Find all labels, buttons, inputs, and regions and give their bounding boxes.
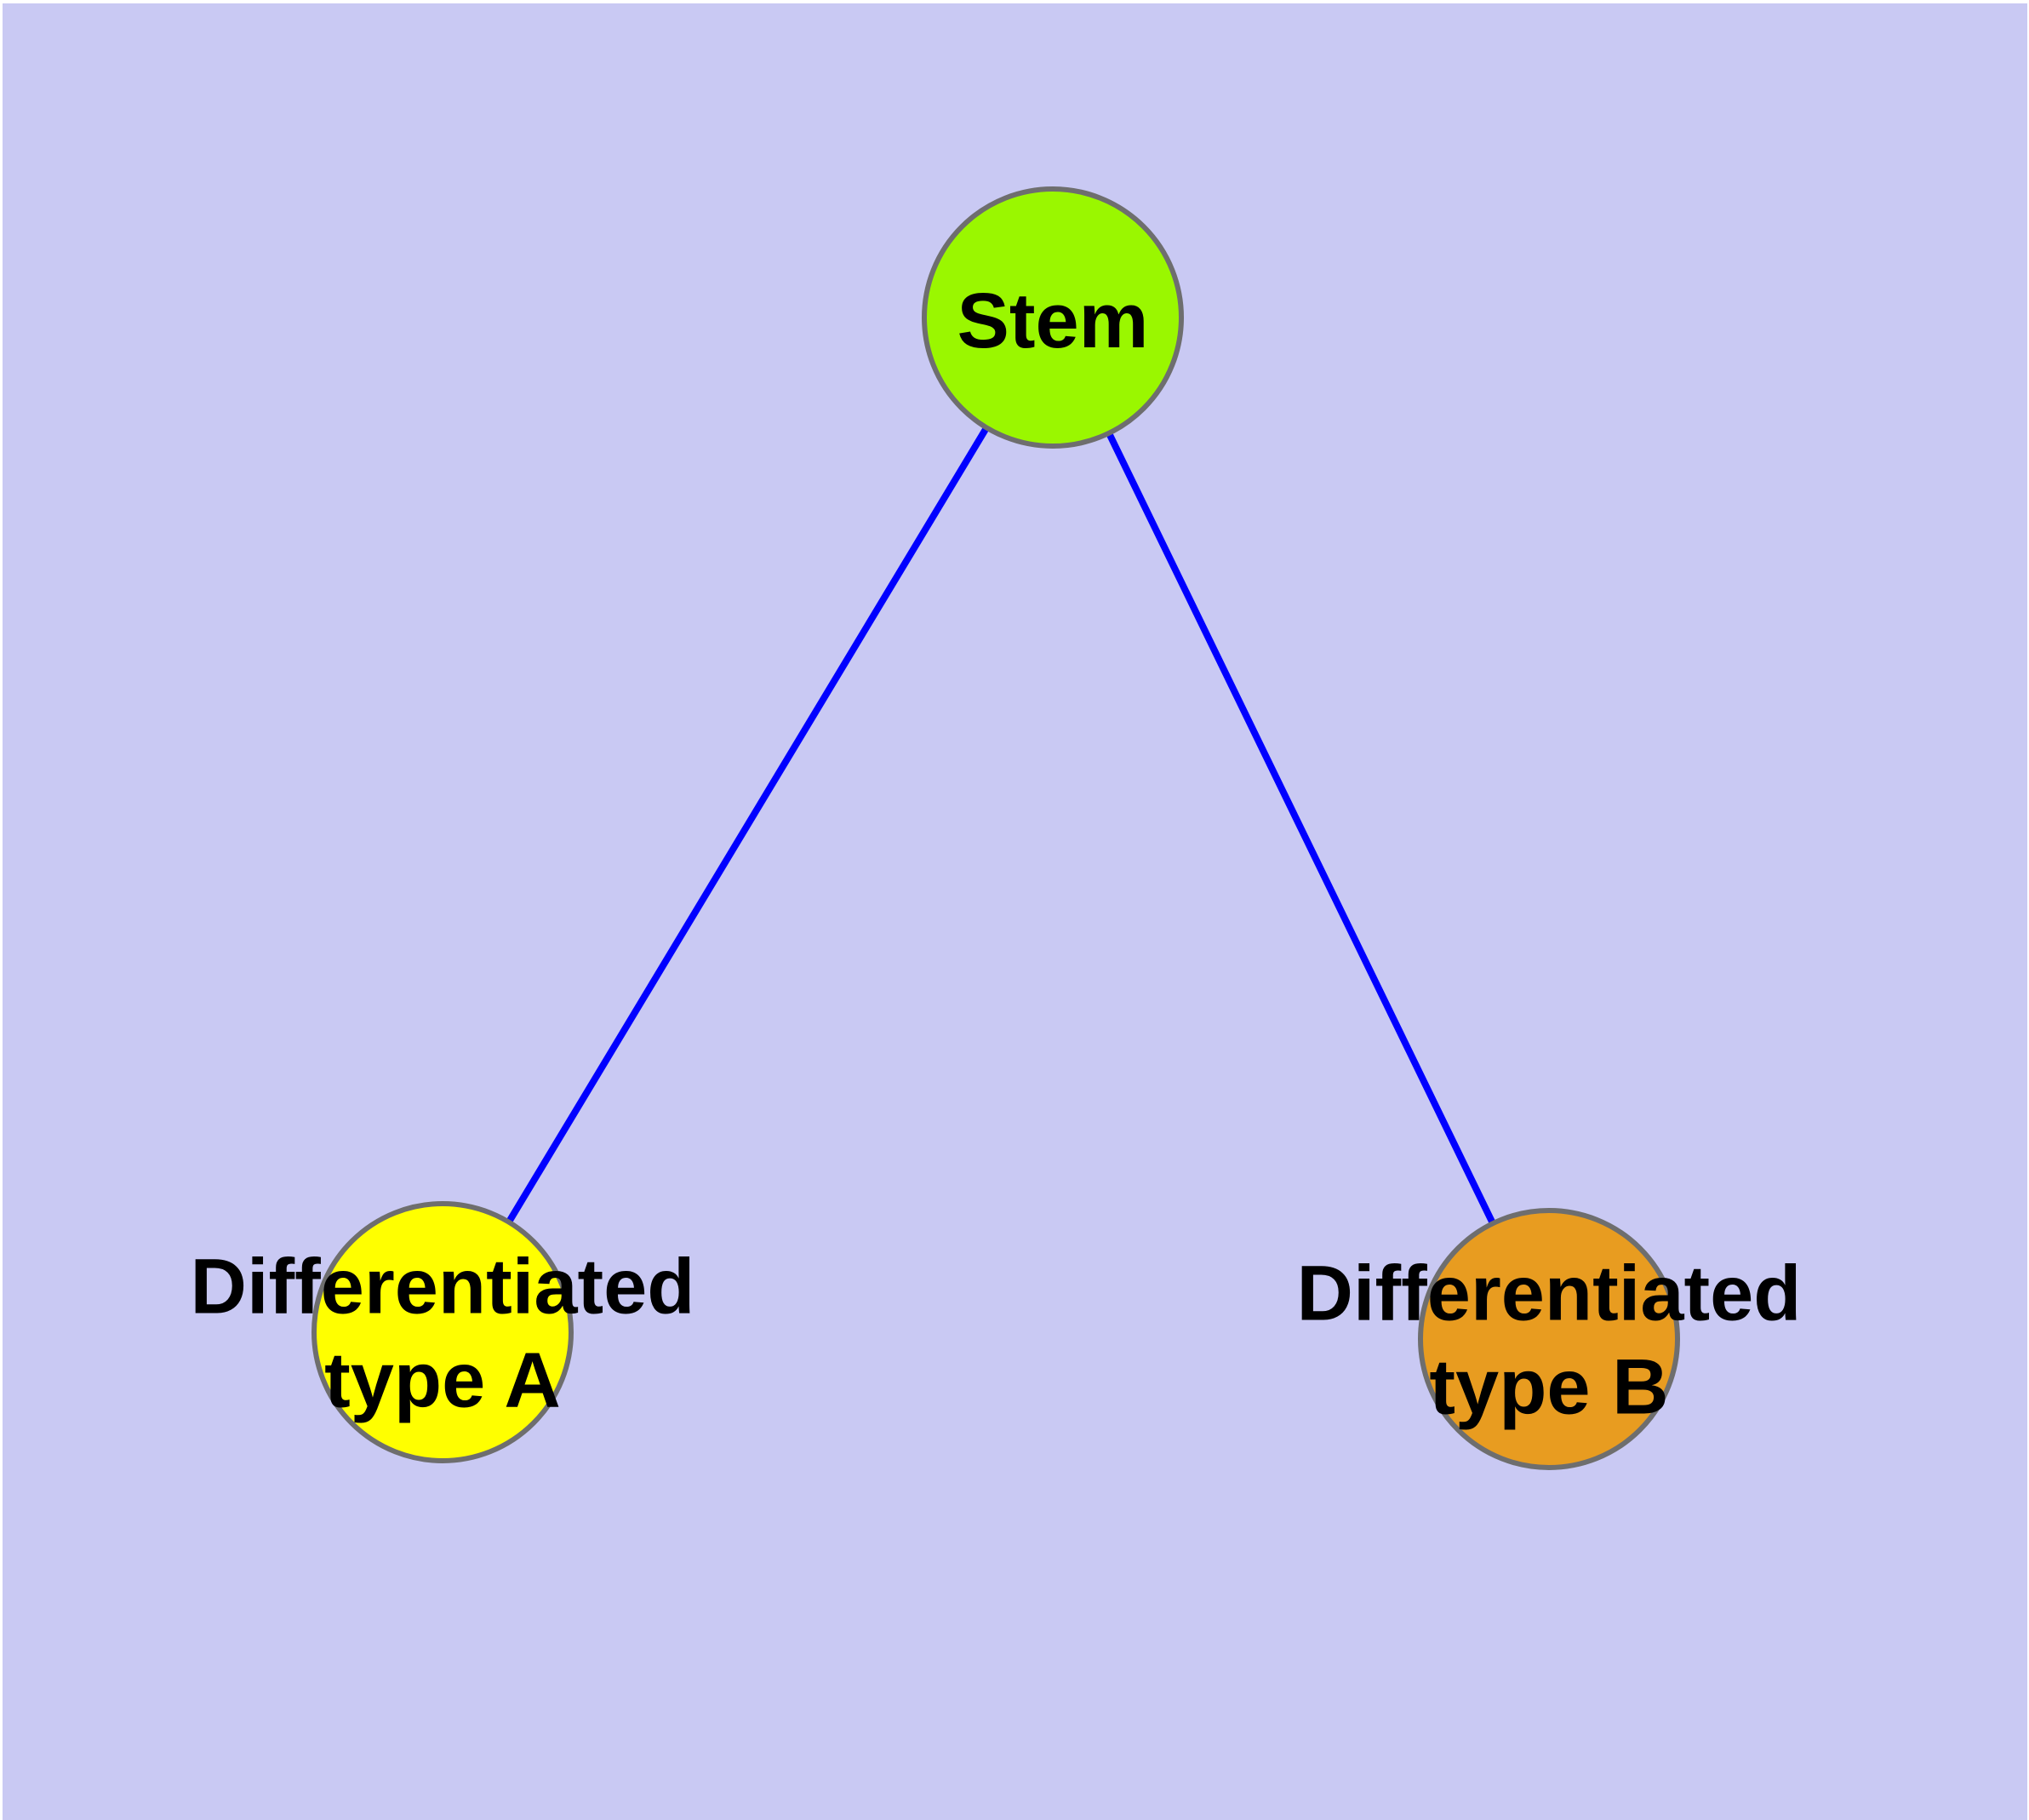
edge-stem-to-type-a xyxy=(439,315,1056,1335)
node-label-differentiated-type-a: Differentiated type A xyxy=(190,1243,695,1424)
edge-stem-to-type-b xyxy=(1049,316,1552,1341)
node-label-stem: Stem xyxy=(957,277,1149,364)
node-type-b-circle xyxy=(1418,1208,1680,1470)
node-type-a-circle xyxy=(311,1201,574,1463)
node-label-differentiated-type-b: Differentiated type B xyxy=(1296,1250,1802,1431)
node-stem-circle xyxy=(922,186,1184,449)
